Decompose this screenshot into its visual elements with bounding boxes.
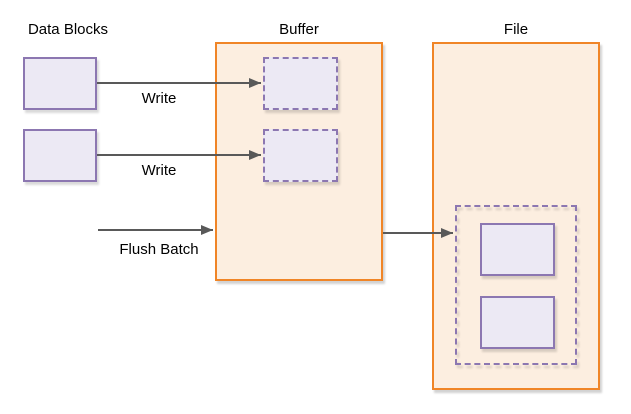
data-block-2 [23,129,97,182]
buffer-title: Buffer [279,21,319,38]
data-block-1 [23,57,97,110]
file-batch-group [455,205,577,365]
write-label-2: Write [141,162,177,179]
flush-batch-label: Flush Batch [119,241,199,258]
data-blocks-title: Data Blocks [27,21,109,38]
write-label-1: Write [141,90,177,107]
file-title: File [503,21,529,38]
buffer-slot-1 [263,57,338,110]
buffer-slot-2 [263,129,338,182]
file-block-2 [480,296,555,349]
file-block-1 [480,223,555,276]
